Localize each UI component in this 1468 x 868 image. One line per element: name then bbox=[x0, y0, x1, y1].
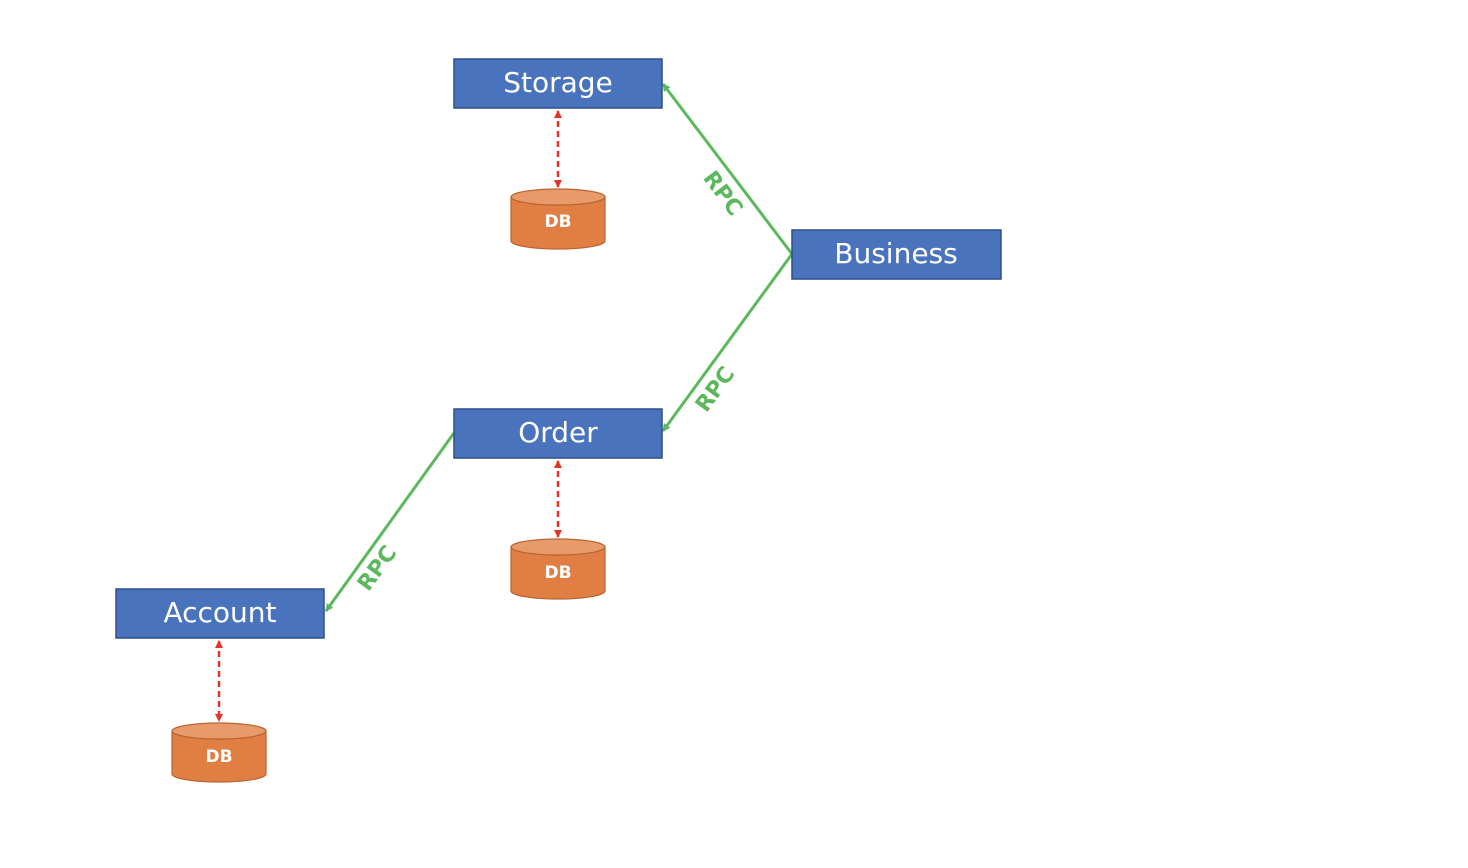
service-order-label: Order bbox=[518, 416, 598, 449]
rpc-line-order-account bbox=[324, 432, 456, 612]
database-account-label: DB bbox=[205, 747, 232, 767]
service-account-label: Account bbox=[163, 596, 276, 629]
service-storage-label: Storage bbox=[503, 66, 613, 99]
database-storage-label: DB bbox=[544, 212, 571, 232]
rpc-label-order-account: RPC bbox=[353, 541, 402, 596]
service-business-label: Business bbox=[834, 237, 957, 270]
rpc-label-business-order: RPC bbox=[691, 362, 740, 417]
database-account: DB bbox=[171, 722, 267, 783]
database-storage: DB bbox=[510, 188, 606, 250]
database-order: DB bbox=[510, 538, 606, 600]
rpc-line-business-order bbox=[661, 253, 794, 432]
service-storage[interactable]: Storage bbox=[453, 58, 663, 109]
database-order-label: DB bbox=[544, 563, 571, 583]
rpc-label-business-storage: RPC bbox=[698, 167, 748, 221]
service-account[interactable]: Account bbox=[115, 588, 325, 639]
service-order[interactable]: Order bbox=[453, 408, 663, 459]
service-business[interactable]: Business bbox=[791, 229, 1002, 280]
rpc-line-business-storage bbox=[661, 83, 794, 255]
